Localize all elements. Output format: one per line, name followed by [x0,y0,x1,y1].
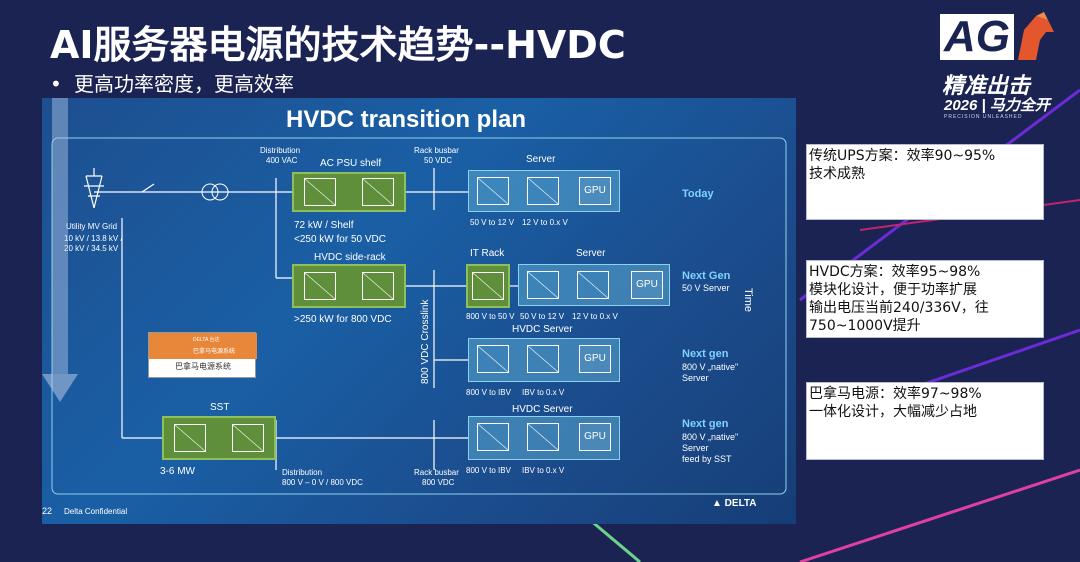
phase-today: Today [682,188,714,200]
converter-icon [362,178,394,206]
sst-label: SST [210,402,230,413]
embedded-slide: HVDC transition plan Utility MV Grid 10 … [42,98,796,524]
rack-busbar-bottom-label: Rack busbar [414,468,459,477]
gpu-block: GPU [579,423,611,451]
logo-ag: AG [940,14,1014,60]
bnm-brand: DELTA 台达 [193,337,220,343]
converter-icon [304,272,336,300]
distribution-top-voltage: 400 VAC [266,156,298,165]
grid-voltages: 10 kV / 13.8 kV / 20 kV / 34.5 kV [64,234,123,253]
event-logo: AG 精准出击 2026 | 马力全开 PRECISION UNLEASHED [930,10,1070,120]
converter-icon [527,345,559,373]
conv-label: 50 V to 12 V [470,218,515,227]
it-rack-label: IT Rack [470,248,505,259]
converter-icon [232,424,264,452]
converter-icon [527,423,559,451]
logo-tagline: PRECISION UNLEASHED [944,114,1023,120]
hvdc-server-1-box: GPU [468,338,620,382]
sst-box [162,416,276,460]
gpu-block: GPU [579,177,611,205]
bullet-point: • 更高功率密度，更高效率 [50,68,294,97]
shelf-note-1: 72 kW / Shelf [294,220,354,231]
confidential-label: Delta Confidential [64,507,128,516]
converter-icon [527,271,559,299]
slide-wiring [51,137,787,495]
logo-year: 2026 | 马力全开 [944,97,1050,114]
rack-busbar-top-label: Rack busbar [414,146,459,155]
server-box-nextgen: GPU [518,264,670,306]
hvdc-server-2-label: HVDC Server [512,404,573,415]
time-label: Time [742,288,754,313]
ac-psu-shelf-label: AC PSU shelf [320,158,382,169]
hvdc-siderack-label: HVDC side-rack [314,252,386,263]
converter-icon [362,272,394,300]
converter-icon [304,178,336,206]
shelf-note-2: <250 kW for 50 VDC [294,234,386,245]
panama-power-system-image: DELTA 台达 巴拿马电源系统 巴拿马电源系统 [148,332,257,378]
gpu-block: GPU [579,345,611,373]
slide-title: HVDC transition plan [286,106,527,133]
time-arrow-icon [42,98,78,402]
phase-nextgen-2-sub: 800 V „native" Server [682,362,739,383]
bullet-dot-icon: • [50,72,62,96]
grid-label: Utility MV Grid [66,222,118,231]
note-hvdc: HVDC方案：效率95~98% 模块化设计，便于功率扩展 输出电压当前240/3… [806,260,1044,338]
hvdc-server-2-box: GPU [468,416,620,460]
delta-logo: ▲ DELTA [712,498,757,509]
distribution-bottom-label: Distribution [282,468,323,477]
converter-icon [477,177,509,205]
converter-icon [527,177,559,205]
server-label-nextgen: Server [576,248,606,259]
ac-psu-shelf-box [292,172,406,212]
converter-icon [577,271,609,299]
power-tower-icon [84,168,104,209]
conv-label: 12 V to 0.x V [572,312,618,321]
hvdc-siderack-box [292,264,406,308]
slide-page-number: 22 [42,506,53,516]
horse-icon [1018,12,1054,60]
conv-label: 800 V to IBV [466,388,511,397]
conv-label: 800 V to IBV [466,466,511,475]
converter-icon [472,272,504,300]
bullet-text: 更高功率密度，更高效率 [74,72,294,96]
note-ups: 传统UPS方案：效率90~95% 技术成熟 [806,144,1044,220]
conv-label: 12 V to 0.x V [522,218,568,227]
phase-nextgen-2: Next gen [682,348,729,360]
sst-power: 3-6 MW [160,466,195,477]
phase-nextgen-1: Next Gen [682,270,731,282]
siderack-note: >250 kW for 800 VDC [294,314,392,325]
phase-nextgen-3-sub: 800 V „native" Server feed by SST [682,432,739,464]
converter-icon [477,345,509,373]
conv-label: 50 V to 12 V [520,312,565,321]
conv-label: 800 V to 50 V [466,312,515,321]
rack-busbar-top-voltage: 50 VDC [424,156,453,165]
server-label-today: Server [526,154,556,165]
conv-label: IBV to 0.x V [522,388,565,397]
it-rack-box [466,264,510,308]
phase-nextgen-1-sub: 50 V Server [682,283,730,293]
phase-nextgen-3: Next gen [682,418,729,430]
bnm-caption: 巴拿马电源系统 [175,362,231,371]
distribution-bottom-voltage: 800 V – 0 V / 800 VDC [282,478,363,487]
logo-slogan: 精准出击 [942,74,1031,99]
gpu-block: GPU [631,271,663,299]
distribution-top-label: Distribution [260,146,301,155]
conv-label: IBV to 0.x V [522,466,565,475]
converter-icon [477,423,509,451]
bnm-system: 巴拿马电源系统 [193,349,236,355]
server-box-today: GPU [468,170,620,212]
hvdc-server-1-label: HVDC Server [512,324,573,335]
page-title: AI服务器电源的技术趋势--HVDC [50,23,626,67]
converter-icon [174,424,206,452]
crosslink-label: 800 VDC Crosslink [420,299,431,384]
note-panama: 巴拿马电源：效率97~98% 一体化设计，大幅减少占地 [806,382,1044,460]
rack-busbar-bottom-voltage: 800 VDC [422,478,455,487]
